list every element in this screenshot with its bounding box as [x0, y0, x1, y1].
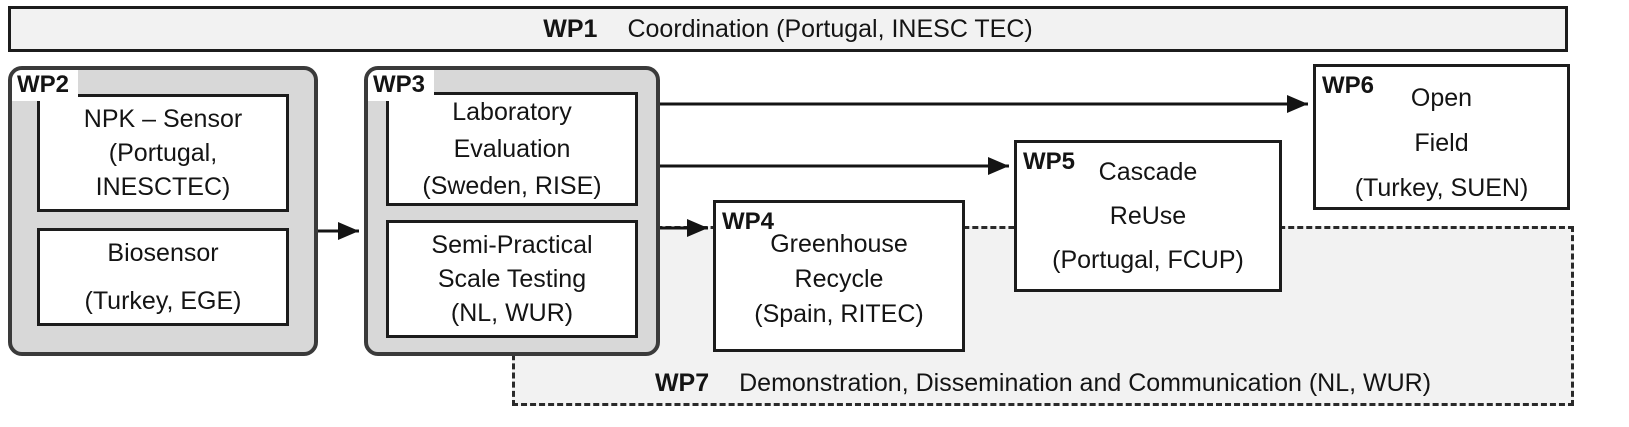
- wp3-laboratory-evaluation-box: Laboratory Evaluation (Sweden, RISE): [386, 92, 638, 206]
- text-line: Semi-Practical: [431, 231, 593, 259]
- text-line: Greenhouse: [770, 230, 908, 258]
- text-line: Evaluation: [453, 135, 571, 163]
- text-line: Open: [1410, 84, 1473, 112]
- wp2-group: WP2 NPK – Sensor (Portugal, INESCTEC) Bi…: [8, 66, 318, 356]
- wp7-caption: WP7 Demonstration, Dissemination and Com…: [515, 369, 1571, 398]
- wp6-lines: Open Field (Turkey, SUEN): [1316, 67, 1567, 205]
- wp1-coordination-bar: WP1 Coordination (Portugal, INESC TEC): [8, 6, 1568, 52]
- wp6-id: WP6: [1322, 72, 1375, 99]
- text-line: Cascade: [1098, 158, 1198, 186]
- wp3-id: WP3: [368, 70, 435, 101]
- text-line: (Portugal,: [108, 139, 218, 167]
- text-line: INESCTEC): [95, 173, 231, 201]
- text-line: ReUse: [1109, 202, 1187, 230]
- text-line: (Turkey, SUEN): [1354, 174, 1529, 202]
- wp2-biosensor-box: Biosensor (Turkey, EGE): [37, 228, 289, 326]
- wp2-npk-sensor-box: NPK – Sensor (Portugal, INESCTEC): [37, 94, 289, 212]
- text-line: (Sweden, RISE): [422, 172, 602, 200]
- wp7-id: WP7: [654, 369, 710, 397]
- wp1-label: Coordination (Portugal, INESC TEC): [627, 14, 1033, 43]
- text-line: Laboratory: [452, 98, 572, 126]
- wp3-semi-practical-box: Semi-Practical Scale Testing (NL, WUR): [386, 220, 638, 338]
- text-line: (Portugal, FCUP): [1052, 246, 1244, 274]
- wp5-lines: Cascade ReUse (Portugal, FCUP): [1017, 143, 1279, 277]
- wp4-lines: Greenhouse Recycle (Spain, RITEC): [716, 203, 962, 331]
- wp4-box: WP4 Greenhouse Recycle (Spain, RITEC): [713, 200, 965, 352]
- text-line: Scale Testing: [437, 265, 587, 293]
- wp5-id: WP5: [1023, 148, 1076, 175]
- text-line: (Spain, RITEC): [754, 300, 924, 328]
- wp1-id: WP1: [543, 14, 598, 43]
- wp3-group: WP3 Laboratory Evaluation (Sweden, RISE)…: [364, 66, 660, 356]
- text-line: Field: [1414, 129, 1469, 157]
- wp6-box: WP6 Open Field (Turkey, SUEN): [1313, 64, 1570, 210]
- text-line: (NL, WUR): [450, 299, 574, 327]
- wp2-id: WP2: [12, 70, 79, 101]
- text-line: NPK – Sensor: [83, 105, 243, 133]
- wp5-box: WP5 Cascade ReUse (Portugal, FCUP): [1014, 140, 1282, 292]
- wp4-id: WP4: [722, 208, 775, 235]
- text-line: (Turkey, EGE): [84, 287, 242, 315]
- text-line: Recycle: [794, 265, 884, 293]
- text-line: Biosensor: [107, 239, 219, 267]
- wp7-label: Demonstration, Dissemination and Communi…: [739, 369, 1432, 397]
